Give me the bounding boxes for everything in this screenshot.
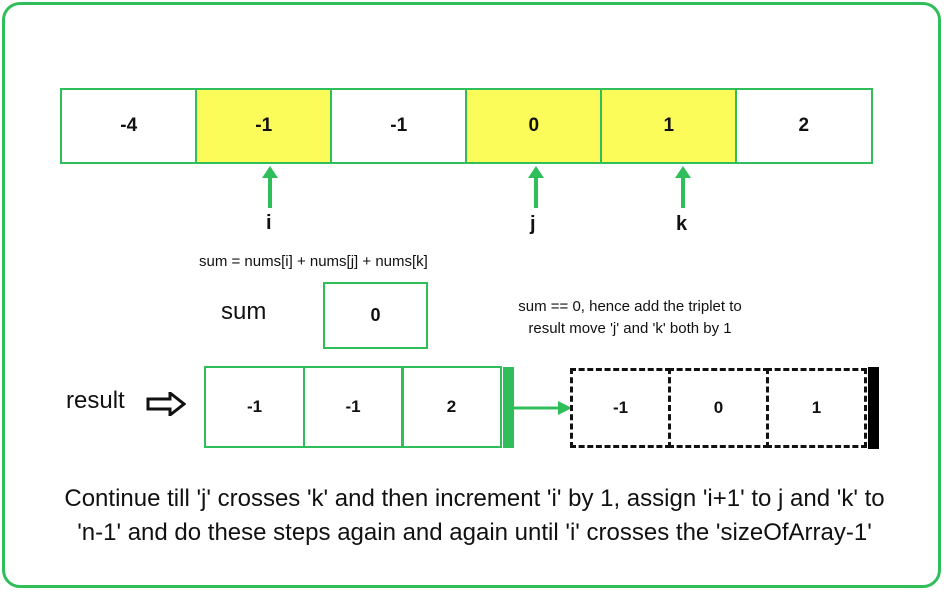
array-cell-5: 2 xyxy=(735,88,873,164)
result-1-cell-0: -1 xyxy=(204,366,305,448)
sum-note-line-2: result move 'j' and 'k' both by 1 xyxy=(528,320,732,337)
array-cell-2: -1 xyxy=(330,88,468,164)
sum-note: sum == 0, hence add the triplet to resul… xyxy=(470,296,790,340)
sum-label: sum xyxy=(221,298,267,325)
result-1-end-bar xyxy=(503,367,514,448)
array-cell-4: 1 xyxy=(600,88,738,164)
result-2-end-bar xyxy=(868,367,879,449)
sum-note-line-1: sum == 0, hence add the triplet to xyxy=(518,298,742,315)
sum-value-box: 0 xyxy=(323,282,428,349)
caption-line-2: 'n-1' and do these steps again and again… xyxy=(77,519,872,546)
result-triplet-1: -1 -1 2 xyxy=(204,366,502,448)
array-cell-0: -4 xyxy=(60,88,198,164)
result-2-cell-1: 0 xyxy=(668,368,769,448)
caption-line-1: Continue till 'j' crosses 'k' and then i… xyxy=(64,485,885,512)
pointer-i-label: i xyxy=(266,212,272,234)
pointer-j-arrow-icon xyxy=(528,166,544,208)
link-right-arrow-icon xyxy=(514,401,572,415)
result-2-cell-2: 1 xyxy=(766,368,867,448)
result-triplet-2: -1 0 1 xyxy=(570,368,867,448)
pointer-k-label: k xyxy=(676,213,688,235)
sum-formula: sum = nums[i] + nums[j] + nums[k] xyxy=(199,253,428,270)
pointer-j-label: j xyxy=(530,213,536,235)
hollow-right-arrow-icon xyxy=(146,392,186,416)
nums-array: -4 -1 -1 0 1 2 xyxy=(60,88,873,164)
result-2-cell-0: -1 xyxy=(570,368,671,448)
result-label: result xyxy=(66,387,125,414)
pointer-k-arrow-icon xyxy=(675,166,691,208)
result-1-cell-1: -1 xyxy=(302,366,404,448)
pointer-i-arrow-icon xyxy=(262,166,278,208)
caption: Continue till 'j' crosses 'k' and then i… xyxy=(10,482,939,550)
array-cell-1: -1 xyxy=(195,88,333,164)
result-1-cell-2: 2 xyxy=(401,366,502,448)
array-cell-3: 0 xyxy=(465,88,603,164)
